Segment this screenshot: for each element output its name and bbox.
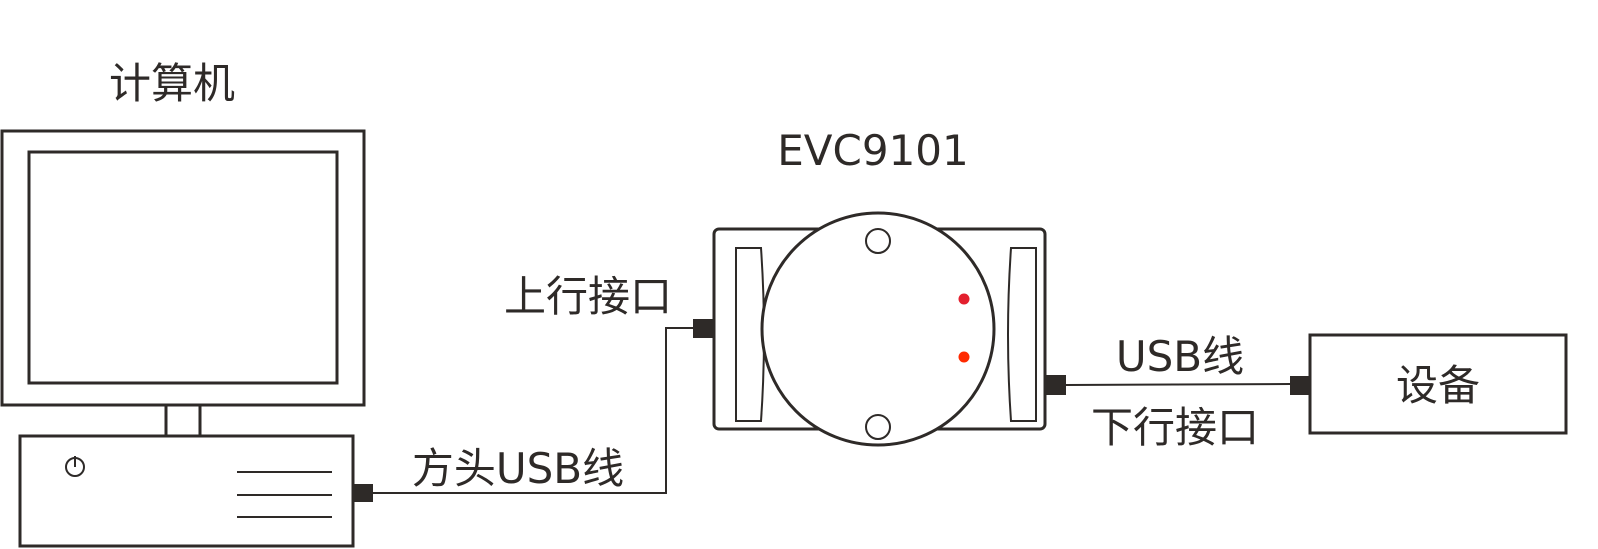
downstream-port-connector	[1045, 375, 1066, 395]
device-dial	[760, 211, 996, 447]
monitor-screen	[27, 150, 339, 385]
device-model-label: EVC9101	[777, 126, 968, 175]
pc-usb-connector	[353, 484, 373, 502]
left-grip	[735, 247, 765, 422]
equipment-box	[1308, 333, 1568, 435]
led-indicator-1	[958, 293, 970, 305]
computer-label: 计算机	[109, 59, 235, 108]
computer-case	[18, 434, 355, 548]
upstream-port-connector	[693, 319, 714, 338]
evc9101-device	[712, 211, 1047, 447]
screw-hole-top	[865, 228, 891, 254]
right-grip	[1007, 247, 1037, 422]
square-usb-cable-label: 方头USB线	[412, 444, 624, 493]
screw-hole-bottom	[865, 414, 891, 440]
usb-cable	[1065, 383, 1291, 386]
upstream-port-label: 上行接口	[504, 272, 672, 321]
equipment-label: 设备	[1396, 361, 1480, 410]
downstream-port-label: 下行接口	[1091, 403, 1259, 452]
usb-cable-label: USB线	[1116, 332, 1244, 381]
led-indicator-2	[958, 351, 970, 363]
equipment-connector	[1290, 376, 1310, 395]
power-icon	[65, 456, 85, 477]
square-usb-cable	[373, 327, 693, 494]
vent-lines-icon	[237, 471, 332, 518]
computer-monitor	[0, 129, 366, 438]
monitor-neck	[164, 403, 202, 438]
